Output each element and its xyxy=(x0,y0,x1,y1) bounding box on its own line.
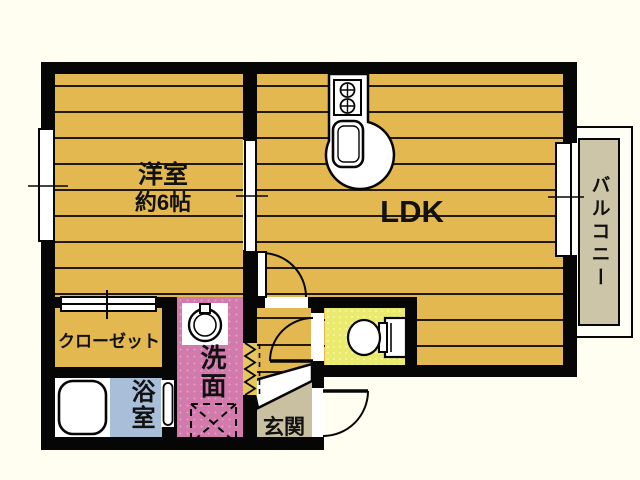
window-icon-balcony xyxy=(555,142,572,257)
sliding-door-icon xyxy=(60,296,157,312)
balcony-deck: バルコニー xyxy=(578,138,620,326)
closet-floor xyxy=(55,308,162,367)
wall-toilet-right xyxy=(405,297,417,377)
western-room-name: 洋室 xyxy=(137,161,188,189)
western-room-size: 約6帖 xyxy=(134,190,192,215)
bathroom-door-opening xyxy=(161,380,174,427)
toilet-door-opening xyxy=(311,313,324,361)
ldk-label: LDK xyxy=(380,194,444,229)
wall-closet-bottom xyxy=(41,367,177,378)
wall-left-upper xyxy=(41,62,55,130)
wall-bottom-right xyxy=(311,365,577,377)
hallway-door-opening xyxy=(265,297,308,308)
entrance-door-opening xyxy=(311,388,324,437)
wall-left-lower xyxy=(41,240,55,450)
wall-partition-lower xyxy=(243,250,257,308)
washroom-label: 洗面 xyxy=(197,344,227,400)
bathroom-floor-blue xyxy=(110,378,163,437)
window-icon-left xyxy=(38,128,55,242)
western-room-floor xyxy=(55,74,243,297)
entrance-label: 玄関 xyxy=(263,416,305,439)
window-icon-partition xyxy=(244,139,257,253)
wall-top xyxy=(41,62,577,74)
balcony-label: バルコニー xyxy=(588,174,610,290)
closet-label: クローゼット xyxy=(58,332,160,351)
balcony: バルコニー xyxy=(567,126,633,338)
door-swing-arc xyxy=(322,390,369,437)
wall-partition-upper xyxy=(243,74,257,140)
entrance-door xyxy=(322,389,369,437)
wall-under-western-left xyxy=(41,297,61,308)
western-room-label: 洋室 約6帖 xyxy=(98,161,228,217)
bathroom-label: 浴室 xyxy=(127,379,154,431)
wall-right-lower xyxy=(563,255,577,377)
toilet-floor xyxy=(325,308,405,365)
wall-right-upper xyxy=(563,62,577,143)
wall-washroom-right xyxy=(243,308,257,450)
wall-toilet-top xyxy=(311,297,417,308)
